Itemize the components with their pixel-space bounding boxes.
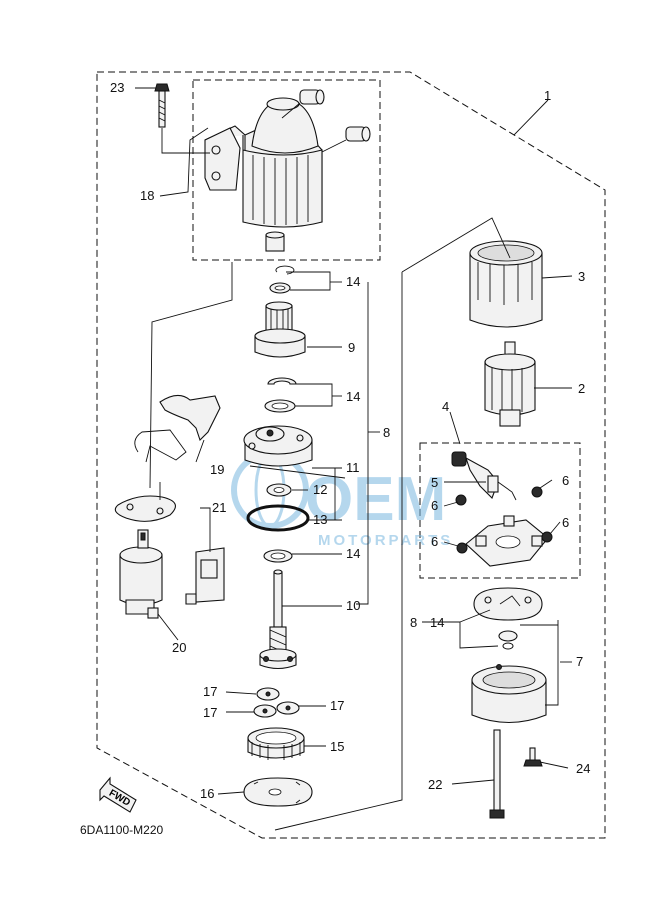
part-20-solenoid[interactable]: [119, 529, 163, 619]
fwd-arrow-icon: FWD: [99, 776, 137, 813]
callout-7: 7: [576, 654, 583, 669]
watermark: OEM MOTORPARTS: [231, 451, 453, 549]
callout-8-b: 8: [410, 615, 417, 630]
part-7-rear-cover[interactable]: [471, 664, 547, 723]
watermark-brand: OEM: [305, 465, 446, 534]
callout-17-a: 17: [203, 684, 217, 699]
callout-14-a: 14: [346, 274, 360, 289]
callout-6-d: 6: [431, 534, 438, 549]
callout-2: 2: [578, 381, 585, 396]
callout-6-a: 6: [562, 473, 569, 488]
part-9-pinion-gear[interactable]: [254, 301, 306, 358]
callout-15: 15: [330, 739, 344, 754]
part-19-spring-clip[interactable]: [134, 394, 221, 463]
callout-11: 11: [346, 460, 360, 475]
part-24-screw[interactable]: [523, 747, 543, 767]
callout-10: 10: [346, 598, 360, 613]
callout-3: 3: [578, 269, 585, 284]
callout-17-b: 17: [203, 705, 217, 720]
callout-17-c: 17: [330, 698, 344, 713]
part-5-brush[interactable]: [451, 451, 517, 501]
callout-1: 1: [544, 88, 551, 103]
part-16-plate[interactable]: [243, 777, 313, 807]
callout-20: 20: [172, 640, 186, 655]
callout-19: 19: [210, 462, 224, 477]
part-21-gasket[interactable]: [114, 495, 176, 522]
callout-8: 8: [383, 425, 390, 440]
part-13-o-ring[interactable]: [246, 504, 310, 532]
part-21-bracket[interactable]: [185, 547, 225, 605]
part-17-planetary-gears[interactable]: [253, 687, 300, 718]
part-23-bolt[interactable]: [154, 83, 170, 128]
assembly-boundary: [96, 71, 606, 839]
callout-6-c: 6: [562, 515, 569, 530]
callout-5: 5: [431, 475, 438, 490]
callout-4: 4: [442, 399, 449, 414]
callout-14-d: 14: [430, 615, 444, 630]
callout-labels: 23 1 18 14 3 9 2 14 4 8 19 11 5 6 12 6 2…: [110, 80, 590, 801]
callout-16: 16: [200, 786, 214, 801]
part-4-brush-holder[interactable]: [465, 515, 549, 567]
part-11-front-cover[interactable]: [243, 425, 346, 479]
watermark-sub: MOTORPARTS: [318, 532, 453, 549]
callout-23: 23: [110, 80, 124, 95]
part-15-internal-gear[interactable]: [247, 727, 305, 760]
part-22-through-bolt[interactable]: [489, 729, 505, 819]
callout-14-c: 14: [346, 546, 360, 561]
callout-24: 24: [576, 761, 590, 776]
callout-14-b: 14: [346, 389, 360, 404]
part-3-yoke[interactable]: [469, 240, 543, 328]
callout-6-b: 6: [431, 498, 438, 513]
part-12-washer[interactable]: [266, 483, 292, 497]
housing-group-boundary: [192, 79, 381, 261]
part-8-end-plate[interactable]: [473, 587, 543, 650]
leader-lines: [135, 87, 573, 831]
callout-12: 12: [313, 482, 327, 497]
callout-21: 21: [212, 500, 226, 515]
part-14-washer-lower[interactable]: [263, 549, 293, 563]
part-2-armature[interactable]: [484, 341, 536, 427]
brush-holder-group-boundary: [419, 442, 581, 579]
part-18-housing[interactable]: [204, 89, 371, 252]
callout-18: 18: [140, 188, 154, 203]
callout-13: 13: [313, 512, 327, 527]
part-6-nuts[interactable]: [455, 486, 553, 554]
part-10-shaft[interactable]: [259, 569, 297, 670]
callout-22: 22: [428, 777, 442, 792]
diagram-code: 6DA1100-M220: [80, 823, 163, 837]
callout-9: 9: [348, 340, 355, 355]
part-14-circlip-upper[interactable]: [269, 265, 295, 294]
part-14-circlip-middle[interactable]: [264, 377, 297, 413]
